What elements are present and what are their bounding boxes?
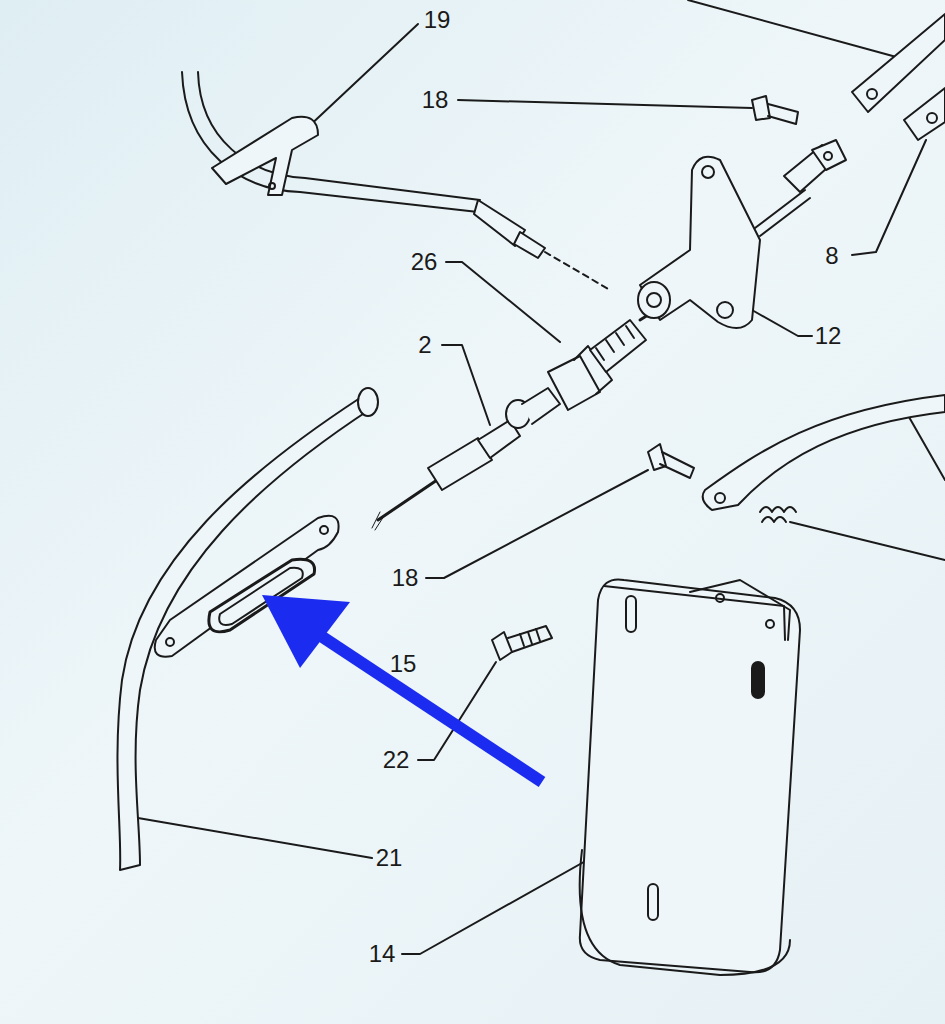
leader-line — [752, 310, 812, 336]
callout-number: 15 — [388, 651, 419, 677]
callout-number: 18 — [390, 565, 421, 591]
callout-number: 22 — [381, 747, 412, 773]
callout-number: 18 — [420, 87, 451, 113]
callout-number: 26 — [409, 249, 440, 275]
callout-number: 2 — [416, 332, 433, 358]
leader-line — [442, 345, 490, 425]
leader-line — [138, 818, 372, 858]
callout-number: 14 — [367, 941, 398, 967]
leader-line — [905, 410, 945, 480]
leader-line — [790, 522, 945, 560]
leader-line — [305, 24, 418, 130]
leader-line — [852, 140, 926, 255]
cable — [182, 72, 478, 212]
leader-line — [446, 262, 560, 342]
leader-line — [688, 0, 900, 58]
callout-number: 19 — [422, 7, 453, 33]
leader-line — [458, 100, 752, 108]
callout-number: 12 — [813, 323, 844, 349]
callout-number: 8 — [823, 243, 840, 269]
pointer-arrow — [262, 595, 542, 782]
callout-number: 21 — [374, 845, 405, 871]
cable — [198, 72, 480, 200]
leader-line — [426, 470, 648, 578]
